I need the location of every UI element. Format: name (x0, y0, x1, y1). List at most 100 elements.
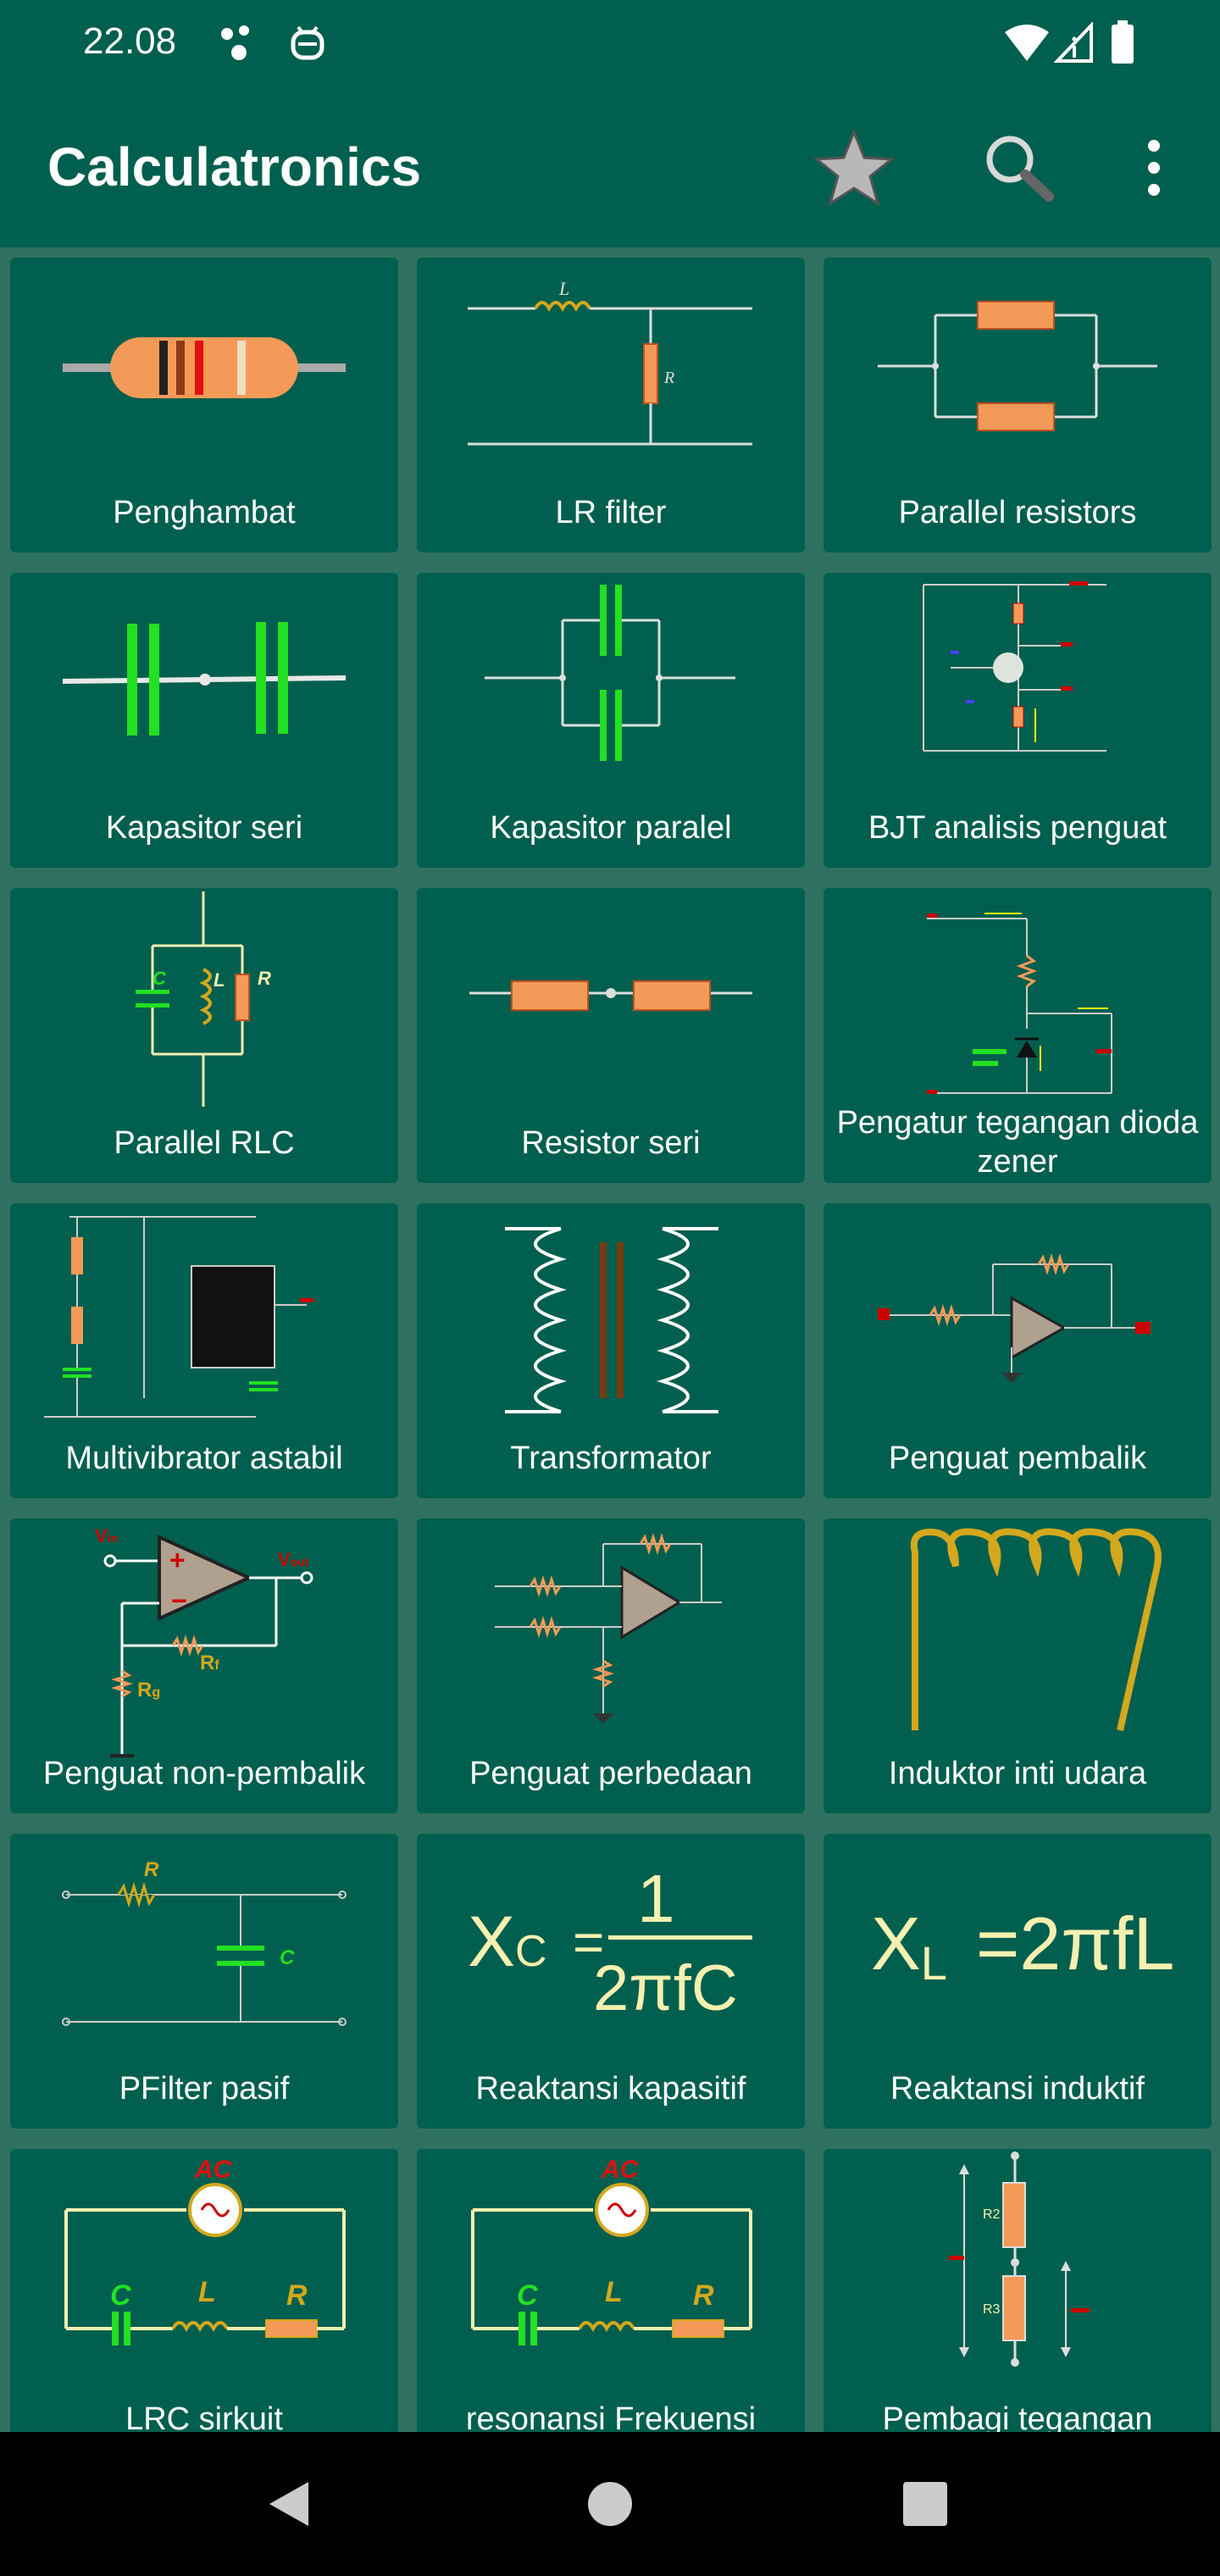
status-bar: 22.08 (0, 0, 1220, 88)
tile-label: Pengatur tegangan dioda zener (836, 1105, 1199, 1180)
tile-inductive-reactance[interactable]: XL =2πfL Reaktansi induktif (824, 1834, 1212, 2129)
r2-label: R2 (983, 2207, 1001, 2222)
xc-numerator: 1 (637, 1861, 675, 1936)
tile-resonance-frequency[interactable]: AC C L R resonansi Frekuensi (417, 2149, 805, 2432)
back-icon (269, 2482, 308, 2526)
robot-icon (286, 22, 329, 69)
non-inverting-amplifier-icon: + − Vin Vout Rf Rg (95, 1525, 313, 1757)
tile-label: Pembagi tegangan (882, 2401, 1153, 2432)
series-resistor-icon (469, 980, 752, 1011)
dots-icon (219, 24, 261, 67)
air-core-inductor-icon (910, 1528, 1162, 1731)
voltage-divider-icon: R2 R3 (949, 2151, 1090, 2367)
tile-astable-multivibrator[interactable]: Multivibrator astabil (10, 1203, 398, 1498)
app-title: Calculatronics (47, 136, 422, 197)
capacitor-label: C (517, 2279, 538, 2312)
astable-multivibrator-icon (44, 1216, 313, 1418)
tile-label: Transformator (510, 1441, 712, 1476)
tile-label: PFilter pasif (119, 2071, 290, 2107)
resistor-label: R (663, 369, 674, 387)
tile-passive-filter[interactable]: R C PFilter pasif (10, 1834, 398, 2129)
search-button[interactable] (976, 125, 1061, 210)
tile-non-inverting-amplifier[interactable]: + − Vin Vout Rf Rg Penguat non-pembalik (10, 1518, 398, 1813)
inductor-label: L (605, 2276, 623, 2308)
resistor-label: R (258, 968, 271, 989)
wifi-icon (1003, 22, 1051, 67)
resistor-label: R (144, 1858, 159, 1881)
xl-formula: =2πfL (976, 1901, 1174, 1985)
resonance-frequency-icon: AC C L R (471, 2156, 752, 2346)
tile-label: Induktor inti udara (888, 1756, 1147, 1791)
tile-resistor[interactable]: Penghambat (10, 258, 398, 552)
svg-text:=: = (573, 1912, 604, 1973)
tile-transformer[interactable]: Transformator (417, 1203, 805, 1498)
tile-label: Kapasitor paralel (490, 810, 732, 846)
tile-voltage-divider[interactable]: R2 R3 Pembagi tegangan (824, 2149, 1212, 2432)
tile-label: Reaktansi induktif (890, 2071, 1145, 2107)
search-icon (986, 136, 1054, 202)
status-time: 22.08 (83, 20, 177, 62)
xc-denominator: 2πfC (593, 1952, 738, 2024)
tile-label: Penghambat (113, 495, 296, 530)
tile-lrc-circuit[interactable]: AC C L R LRC sirkuit (10, 2149, 398, 2432)
tile-label: BJT analisis penguat (868, 810, 1167, 846)
tile-label: Penguat perbedaan (469, 1756, 752, 1791)
xl-symbol: XL (871, 1901, 947, 1990)
rg-label: Rg (137, 1679, 160, 1702)
resistor-icon (63, 337, 346, 398)
inductor-label: L (214, 969, 225, 991)
tile-series-capacitor[interactable]: Kapasitor seri (10, 573, 398, 868)
capacitor-label: C (152, 968, 167, 989)
home-button[interactable] (568, 2466, 652, 2542)
tile-parallel-capacitor[interactable]: Kapasitor paralel (417, 573, 805, 868)
tile-label: Resistor seri (521, 1125, 701, 1161)
xc-symbol: XC (468, 1901, 547, 1981)
tile-label: Penguat non-pembalik (42, 1756, 366, 1791)
tile-parallel-rlc[interactable]: C L R Parallel RLC (10, 888, 398, 1183)
lr-filter-icon: L R (468, 278, 752, 446)
tile-label: Parallel resistors (898, 495, 1137, 530)
svg-text:−: − (171, 1585, 187, 1616)
ac-label: AC (601, 2156, 640, 2184)
tile-label: Reaktansi kapasitif (475, 2071, 746, 2107)
app-bar: Calculatronics (0, 88, 1220, 247)
parallel-rlc-icon: C L R (136, 891, 271, 1107)
tile-capacitive-reactance[interactable]: XC = 1 2πfC Reaktansi kapasitif (417, 1834, 805, 2129)
back-button[interactable] (247, 2466, 332, 2542)
svg-text:+: + (169, 1545, 186, 1575)
tile-lr-filter[interactable]: L R LR filter (417, 258, 805, 552)
tile-air-core-inductor[interactable]: Induktor inti udara (824, 1518, 1212, 1813)
tile-inverting-amplifier[interactable]: Penguat pembalik (824, 1203, 1212, 1498)
tile-label: LRC sirkuit (125, 2401, 283, 2432)
lrc-circuit-icon: AC C L R (64, 2156, 346, 2346)
zener-regulator-icon (927, 913, 1112, 1094)
tile-label: resonansi Frekuensi (465, 2401, 757, 2432)
r3-label: R3 (983, 2302, 1001, 2317)
bjt-amplifier-icon (923, 581, 1106, 752)
tile-label: Kapasitor seri (105, 810, 303, 846)
vin-label: Vin (95, 1525, 118, 1546)
passive-filter-icon: R C (62, 1858, 347, 2026)
parallel-capacitor-icon (485, 585, 735, 761)
home-icon (588, 2482, 632, 2526)
tile-label: Multivibrator astabil (65, 1441, 343, 1476)
inverting-amplifier-icon (878, 1252, 1151, 1383)
navigation-bar (0, 2432, 1220, 2576)
recents-button[interactable] (883, 2466, 968, 2542)
tile-label: LR filter (555, 495, 667, 530)
tile-bjt-amplifier[interactable]: BJT analisis penguat (824, 573, 1212, 868)
calculator-grid: Penghambat L R LR filter Parallel re (0, 247, 1220, 2432)
battery-icon (1110, 20, 1135, 69)
capacitor-label: C (110, 2279, 131, 2312)
vout-label: Vout (278, 1549, 309, 1570)
tile-series-resistor[interactable]: Resistor seri (417, 888, 805, 1183)
recents-icon (903, 2482, 947, 2526)
difference-amplifier-icon (495, 1532, 722, 1724)
tile-zener-regulator[interactable]: Pengatur tegangan dioda zener (824, 888, 1212, 1183)
favorites-button[interactable] (812, 125, 896, 210)
more-options-button[interactable] (1112, 125, 1196, 210)
tile-difference-amplifier[interactable]: Penguat perbedaan (417, 1518, 805, 1813)
rf-label: Rf (200, 1652, 219, 1674)
ac-label: AC (194, 2156, 233, 2184)
tile-parallel-resistors[interactable]: Parallel resistors (824, 258, 1212, 552)
